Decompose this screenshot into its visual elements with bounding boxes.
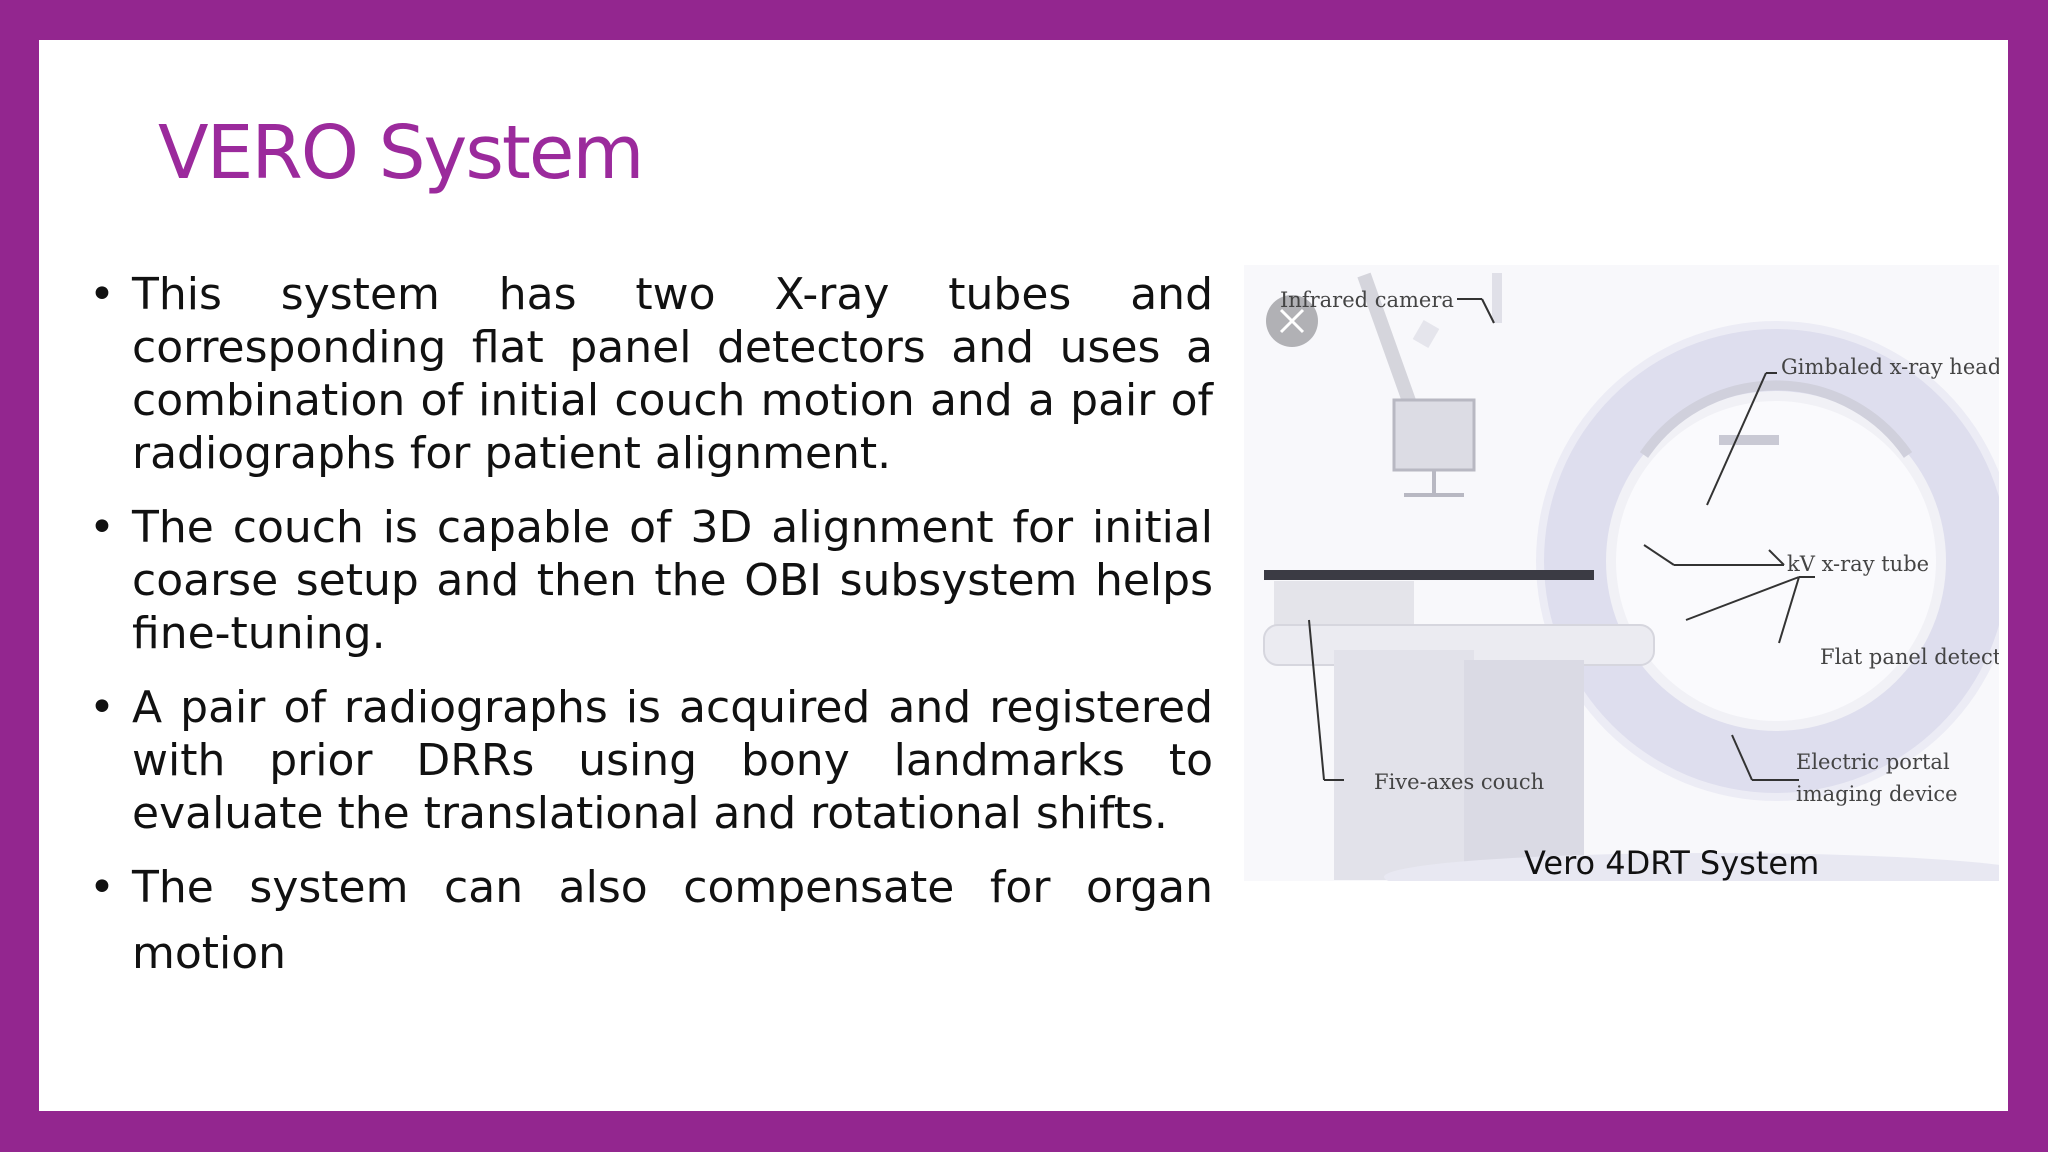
label-epid-line2: imaging device <box>1796 782 1958 806</box>
vero-system-figure: Infrared camera Gimbaled x-ray head kV x… <box>1244 265 1999 881</box>
figure-caption: Vero 4DRT System <box>1524 844 1820 882</box>
label-couch: Five-axes couch <box>1374 770 1544 794</box>
label-infrared-camera: Infrared camera <box>1280 288 1454 312</box>
bullet-item: A pair of radiographs is acquired and re… <box>89 681 1213 840</box>
bullet-item: The couch is capable of 3D alignment for… <box>89 501 1213 660</box>
bullet-list: This system has two X-ray tubes and corr… <box>89 268 1213 1008</box>
bullet-item: This system has two X-ray tubes and corr… <box>89 268 1213 480</box>
label-kv-tube: kV x-ray tube <box>1787 552 1929 576</box>
slide: VERO System This system has two X-ray tu… <box>39 40 2008 1111</box>
label-epid-line1: Electric portal <box>1796 750 1950 774</box>
bullet-item: The system can also compensate for organ… <box>89 855 1213 987</box>
slide-title: VERO System <box>158 110 645 196</box>
label-gimbaled-head: Gimbaled x-ray head <box>1781 355 1999 379</box>
label-flat-panel: Flat panel detector <box>1820 645 1999 669</box>
